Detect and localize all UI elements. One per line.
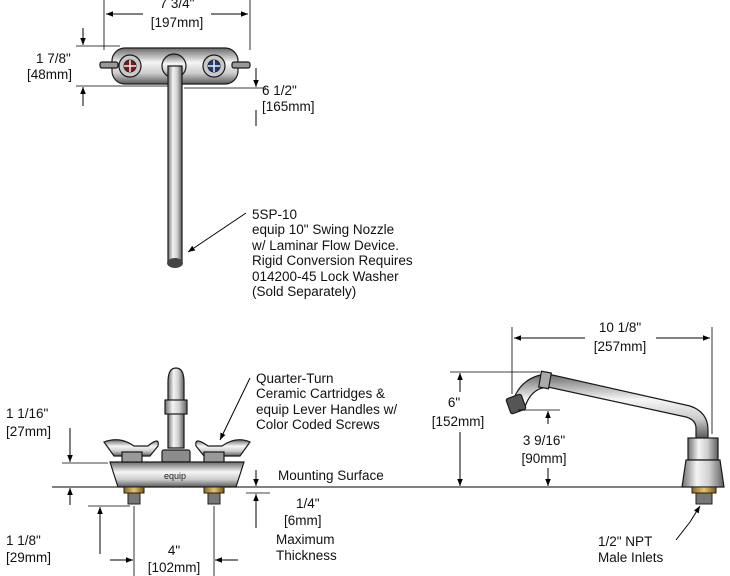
width-dim-imperial: 7 3/4" bbox=[160, 0, 195, 11]
nozzle-note-line-3: w/ Laminar Flow Device. bbox=[251, 238, 399, 253]
depth-dim-metric: [48mm] bbox=[27, 67, 72, 82]
swing-nozzle-top bbox=[167, 65, 183, 263]
spout-nut bbox=[161, 449, 191, 463]
reach-dim-imperial: 6 1/2" bbox=[262, 83, 297, 98]
spout-collar bbox=[164, 399, 188, 415]
mounting-surface-label: Mounting Surface bbox=[278, 468, 384, 483]
width-dim-metric: [197mm] bbox=[151, 15, 204, 30]
centers-imperial: 4" bbox=[168, 543, 181, 558]
faucet-body bbox=[109, 461, 245, 488]
thickness-imperial: 1/4" bbox=[296, 496, 320, 511]
top-view: 7 3/4" [197mm] 1 7/8" [48mm] bbox=[27, 0, 413, 299]
inlet-length-imperial: 1 1/8" bbox=[6, 533, 41, 548]
nozzle-note-line-2: equip 10" Swing Nozzle bbox=[252, 222, 394, 237]
cartridge-note-line-2: Ceramic Cartridges & bbox=[256, 386, 385, 401]
deck-height-metric: [27mm] bbox=[6, 424, 51, 439]
spout-height-imperial: 6" bbox=[448, 395, 461, 410]
depth-dim-imperial: 1 7/8" bbox=[36, 51, 71, 66]
inlet-right bbox=[203, 486, 225, 505]
outlet-height-metric: [90mm] bbox=[521, 451, 566, 466]
inlet-side-fitting bbox=[695, 492, 713, 505]
nozzle-leader bbox=[187, 212, 247, 253]
inlet-note-line-1: 1/2" NPT bbox=[598, 534, 652, 549]
outlet-height-imperial: 3 9/16" bbox=[523, 433, 566, 448]
mount-tab-left bbox=[99, 61, 119, 69]
nozzle-note-line-4: Rigid Conversion Requires bbox=[252, 253, 413, 268]
inlet-length-metric: [29mm] bbox=[6, 550, 51, 565]
centers-metric: [102mm] bbox=[148, 560, 201, 575]
thickness-note-line-2: Thickness bbox=[276, 548, 337, 563]
mount-tab-right bbox=[231, 61, 251, 69]
handle-top-right bbox=[202, 54, 226, 78]
inlet-note-line-2: Male Inlets bbox=[598, 550, 664, 565]
cartridge-note-line-1: Quarter-Turn bbox=[256, 371, 334, 386]
inlet-side bbox=[691, 486, 717, 494]
spout-joint bbox=[537, 370, 553, 390]
thickness-metric: [6mm] bbox=[284, 513, 322, 528]
nozzle-note-line-1: 5SP-10 bbox=[252, 207, 297, 222]
inlet-left bbox=[123, 486, 145, 505]
handle-front-left bbox=[103, 439, 159, 463]
aerator bbox=[505, 393, 527, 415]
spout-height-metric: [152mm] bbox=[432, 414, 485, 429]
reach-dim-metric: [165mm] bbox=[262, 99, 315, 114]
inlet-leader bbox=[675, 505, 701, 541]
brand-logo: equip bbox=[164, 471, 186, 481]
cartridge-leader bbox=[219, 377, 251, 441]
nozzle-tip-top bbox=[167, 258, 183, 268]
side-view: 10 1/8" [257mm] 6" [152mm] 3 9/16" [90mm… bbox=[432, 320, 725, 565]
nozzle-note: 5SP-10 equip 10" Swing Nozzle w/ Laminar… bbox=[251, 207, 413, 299]
handle-front-right bbox=[195, 439, 251, 463]
front-view: Mounting Surface equip Quarter-Tur bbox=[6, 367, 705, 576]
handle-top-left bbox=[118, 54, 142, 78]
spout-reach-imperial: 10 1/8" bbox=[599, 320, 642, 335]
body-side-lower bbox=[681, 459, 725, 488]
nozzle-note-line-6: (Sold Separately) bbox=[252, 284, 356, 299]
cartridge-note-line-3: equip Lever Handles w/ bbox=[256, 402, 397, 417]
deck-height-imperial: 1 1/16" bbox=[6, 406, 49, 421]
cartridge-note: Quarter-Turn Ceramic Cartridges & equip … bbox=[256, 371, 397, 432]
body-side-upper bbox=[687, 437, 719, 461]
nozzle-note-line-5: 014200-45 Lock Washer bbox=[252, 269, 399, 284]
cartridge-note-line-4: Color Coded Screws bbox=[256, 417, 380, 432]
thickness-note-line-1: Maximum bbox=[276, 532, 335, 547]
spout-reach-metric: [257mm] bbox=[594, 339, 647, 354]
